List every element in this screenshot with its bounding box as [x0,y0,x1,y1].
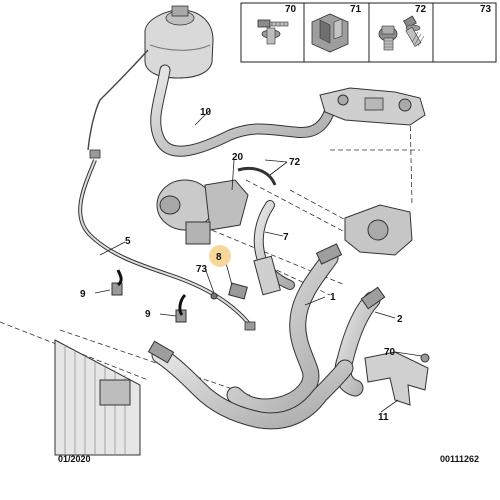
egr-turbo-unit [156,166,277,245]
clip-9-lower [175,293,187,323]
expansion-tank [87,5,214,151]
clip-9-upper [111,269,123,296]
hose-1 [226,243,343,416]
callout-10: 10 [200,107,212,118]
legend-num-71: 71 [350,4,362,15]
sensor-8 [210,282,248,300]
legend-num-73: 73 [480,4,492,15]
flange-bolt-icon [403,15,425,47]
bracket-11 [364,351,430,406]
callout-7: 7 [283,232,289,243]
bolt-with-washer-icon [257,19,289,45]
callout-8: 8 [216,252,222,263]
hose-10 [150,64,336,157]
short-bolt-icon [378,25,398,51]
leader-lines [94,109,423,413]
callout-9-upper: 9 [80,289,86,300]
pipe-5 [78,149,256,331]
highlight-part-8 [209,245,231,267]
fastener-legend: 70 71 72 73 [240,2,497,63]
radiator [54,339,141,456]
legend-num-72: 72 [415,4,427,15]
callout-20: 20 [232,152,244,163]
callout-2: 2 [397,314,403,325]
callout-70: 70 [384,347,396,358]
lower-hose [147,340,354,430]
callout-72: 72 [289,157,301,168]
water-outlet-housing [344,204,413,256]
footer-code: 00111262 [440,454,479,464]
callout-11: 11 [378,412,389,423]
legend-num-70: 70 [285,4,297,15]
callout-73: 73 [196,264,208,275]
footer-date: 01/2020 [58,454,91,464]
callout-1: 1 [330,292,336,303]
callout-9-lower: 9 [145,309,151,320]
pipe-7 [253,200,295,296]
thermostat-housing [319,87,426,126]
clip-fastener-icon [311,13,349,53]
callout-5: 5 [125,236,131,247]
